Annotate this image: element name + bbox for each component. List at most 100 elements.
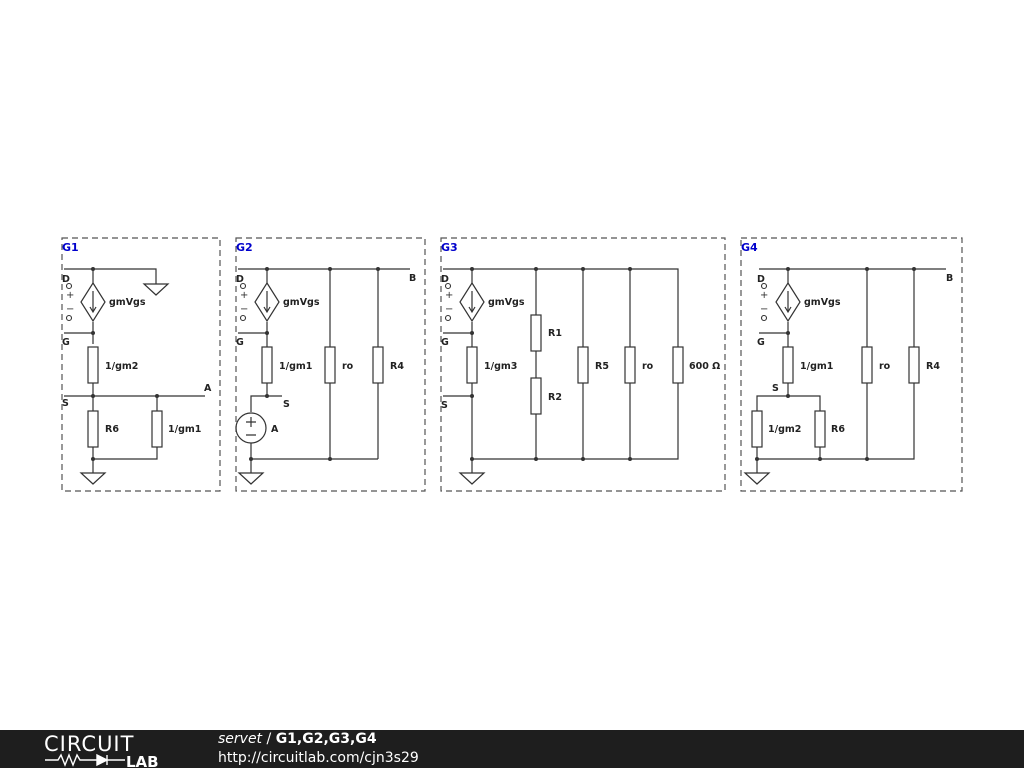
g1-pin-g: G	[62, 337, 70, 348]
g2-current-arrow-icon	[263, 291, 271, 314]
g2-bottom-wire	[250, 443, 378, 473]
g1-plus-terminal	[65, 282, 73, 290]
g4-junction	[818, 457, 822, 461]
g2-junction	[376, 267, 380, 271]
g3-junction	[628, 267, 632, 271]
g4-junction	[786, 331, 790, 335]
g2-resistor-r4	[372, 346, 384, 384]
g3-minus-terminal	[444, 314, 452, 322]
g3-source-label: gmVgs	[488, 297, 525, 308]
g1-drain-wire	[64, 268, 157, 284]
g4-pin-g: G	[757, 337, 765, 348]
g4-label: G4	[741, 241, 758, 254]
g3-resistor-600	[672, 346, 684, 384]
g1-pin-s: S	[62, 398, 69, 409]
g4-label-gm2: 1/gm2	[768, 424, 801, 435]
g3-resistor-r1	[530, 314, 542, 352]
g1-junction	[155, 394, 159, 398]
g3-loop-wire	[443, 268, 679, 460]
g2-node-b: B	[409, 273, 416, 284]
g3-gate-source-wire	[443, 332, 472, 397]
g2-voltage-polarity-icon	[246, 417, 256, 436]
g3-junction	[470, 331, 474, 335]
g3-junction	[470, 394, 474, 398]
g4-current-source-icon	[775, 281, 801, 323]
logo-bottom-text: LAB	[126, 753, 159, 768]
g4-junction	[786, 394, 790, 398]
g3-resistor-gm3	[466, 346, 478, 384]
g1-ground-icon	[79, 472, 107, 485]
g3-pin-g: G	[441, 337, 449, 348]
g2-ground-icon	[237, 472, 265, 485]
g4-ground-icon	[743, 472, 771, 485]
g3-label-r1: R1	[548, 328, 562, 339]
g2-junction	[265, 267, 269, 271]
g4-pin-d: D	[757, 274, 765, 285]
g2-resistor-gm1	[261, 346, 273, 384]
g4-label-ro: ro	[879, 361, 891, 372]
g3-current-source-icon	[459, 281, 485, 323]
g1-resistor-r6	[87, 410, 99, 448]
schematic-canvas: G1 D + − G S gmVgs 1/gm2 A R6 1/gm1	[61, 237, 963, 492]
circuit-url[interactable]: http://circuitlab.com/cjn3s29	[218, 750, 419, 766]
g1-label-gm2: 1/gm2	[105, 361, 138, 372]
g3-resistor-r5	[577, 346, 589, 384]
g3-plus-terminal	[444, 282, 452, 290]
g1-resistor-gm1	[151, 410, 163, 448]
g3-resistor-ro	[624, 346, 636, 384]
g4-boundary	[740, 237, 963, 492]
g4-source-label: gmVgs	[804, 297, 841, 308]
g2-label-r4: R4	[390, 361, 404, 372]
g4-resistor-ro	[861, 346, 873, 384]
g2-label-gm1: 1/gm1	[279, 361, 312, 372]
g3-label-r2: R2	[548, 392, 562, 403]
g4-plus-sign: +	[760, 290, 768, 301]
g2-pin-s: S	[283, 399, 290, 410]
g1-junction	[91, 267, 95, 271]
g3-label-r5: R5	[595, 361, 609, 372]
g4-resistor-r4	[908, 346, 920, 384]
group-g2: G2 D + − G B gmVgs 1/gm1 S A ro R4	[235, 237, 426, 492]
author-name[interactable]: servet	[218, 731, 263, 747]
g3-label-600: 600 Ω	[689, 361, 720, 372]
g4-junction	[865, 267, 869, 271]
g4-junction	[786, 267, 790, 271]
circuit-title-line: servet / G1,G2,G3,G4	[218, 731, 377, 747]
g1-label-r6: R6	[105, 424, 119, 435]
g3-label: G3	[441, 241, 458, 254]
logo-top-text: CIRCUIT	[44, 732, 134, 756]
g4-resistor-gm1	[782, 346, 794, 384]
circuitlab-logo[interactable]: CIRCUIT LAB	[0, 730, 200, 768]
g3-junction	[628, 457, 632, 461]
g1-resistor-gm2	[87, 346, 99, 384]
g3-junction	[581, 267, 585, 271]
circuit-title[interactable]: G1,G2,G3,G4	[275, 731, 377, 747]
g3-junction	[470, 267, 474, 271]
g3-label-gm3: 1/gm3	[484, 361, 517, 372]
g4-label-r6: R6	[831, 424, 845, 435]
g1-source-label: gmVgs	[109, 297, 146, 308]
g3-current-arrow-icon	[468, 291, 476, 314]
g2-junction	[265, 394, 269, 398]
g1-minus-sign: −	[66, 304, 74, 315]
g3-pin-d: D	[441, 274, 449, 285]
g3-junction	[534, 457, 538, 461]
g3-minus-sign: −	[445, 304, 453, 315]
g1-junction	[91, 394, 95, 398]
logo-resistor-icon	[45, 753, 97, 767]
g2-minus-sign: −	[240, 304, 248, 315]
g2-junction	[328, 457, 332, 461]
g4-resistor-r6	[814, 410, 826, 448]
g4-pin-s: S	[772, 383, 779, 394]
g2-minus-terminal	[239, 314, 247, 322]
g1-boundary	[61, 237, 221, 492]
g1-current-arrow-icon	[89, 291, 97, 314]
g4-minus-terminal-top	[760, 282, 768, 290]
g4-node-b: B	[946, 273, 953, 284]
g2-vsource-label: A	[271, 424, 279, 435]
g2-junction	[249, 457, 253, 461]
g2-pin-d: D	[236, 274, 244, 285]
g3-junction	[534, 267, 538, 271]
g4-label-r4: R4	[926, 361, 940, 372]
title-separator: /	[262, 731, 276, 747]
